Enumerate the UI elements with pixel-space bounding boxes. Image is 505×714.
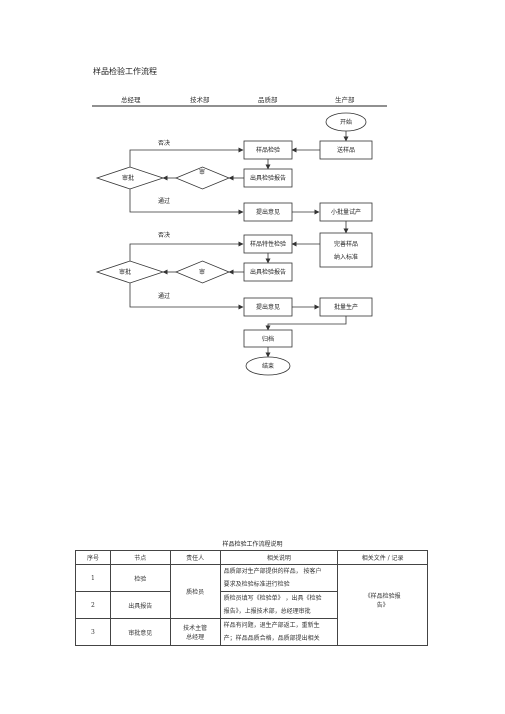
node-approve1 — [95, 166, 165, 190]
node-small-trial — [319, 202, 373, 222]
node-end — [245, 356, 291, 376]
edge-approve1-pass — [129, 188, 244, 215]
label-review1: 审 — [199, 168, 205, 176]
label-improve-sample-2: 纳入标准 — [334, 253, 358, 261]
cell-node: 出具报告 — [109, 591, 171, 619]
lane-header-quality-dept: 品质部 — [258, 96, 278, 104]
label-small-trial: 小批量试产 — [331, 208, 361, 216]
label-start: 开始 — [340, 118, 352, 126]
label-opinion2: 提出意见 — [256, 303, 280, 311]
node-send-sample — [319, 140, 373, 160]
cell-no: 2 — [75, 591, 111, 619]
cell-no: 3 — [75, 618, 111, 646]
col-header-desc: 相关说明 — [219, 550, 339, 565]
label-mass-prod: 批量生产 — [334, 303, 358, 311]
edge-approve2-reject — [129, 241, 244, 262]
label-review2: 审 — [199, 268, 205, 276]
label-report1: 出具检验报告 — [250, 174, 286, 182]
node-mass-prod — [319, 297, 373, 317]
edge-label-no1: 否决 — [158, 139, 170, 147]
node-improve-sample — [319, 232, 373, 268]
col-header-owner: 责任人 — [169, 550, 221, 565]
node-review2 — [174, 260, 231, 284]
cell-files: 《样品检验报告》 — [337, 564, 428, 646]
cell-node: 审批意见 — [109, 618, 171, 646]
node-sample-inspect — [243, 140, 293, 160]
label-improve-sample-1: 完善样品 — [334, 240, 358, 248]
document-title: 样品检验工作流程 — [93, 67, 157, 76]
label-end: 结束 — [262, 362, 274, 370]
node-archive — [243, 329, 293, 348]
label-opinion1: 提出意见 — [256, 208, 280, 216]
edge-label-no2: 否决 — [158, 231, 170, 239]
cell-owner: 技术主管总经理 — [169, 618, 221, 646]
cell-node: 检验 — [109, 564, 171, 592]
label-archive: 归档 — [262, 335, 274, 343]
node-opinion1 — [243, 202, 293, 222]
label-special-inspect: 样品特性检验 — [250, 240, 286, 248]
label-send-sample: 送样品 — [337, 146, 355, 154]
table-row: 3 审批意见 技术主管总经理 样品有问题，退生产部返工，重新生产；样品品质合格，… — [75, 618, 428, 646]
node-approve2 — [95, 260, 165, 284]
table-row: 1 检验 质检员 品质部对生产部提供的样品， 按客户要求及检验标准进行检验 《样… — [75, 564, 428, 646]
node-review1 — [174, 166, 231, 190]
col-header-node: 节点 — [109, 550, 171, 565]
node-report1 — [243, 168, 293, 188]
label-sample-inspect: 样品检验 — [256, 146, 280, 154]
edge-approve1-reject — [129, 147, 244, 168]
label-approve2: 审批 — [119, 268, 131, 276]
process-description-table: 序号 节点 责任人 相关说明 相关文件 / 记录 1 检验 质检员 品质部对生产… — [75, 550, 428, 646]
node-report2 — [243, 262, 293, 282]
lane-header-general-manager: 总经理 — [121, 96, 141, 104]
node-special-inspect — [243, 234, 293, 254]
node-opinion2 — [243, 297, 293, 317]
node-start — [325, 112, 367, 132]
col-header-no: 序号 — [75, 550, 111, 565]
cell-desc: 品质部对生产部提供的样品， 按客户要求及检验标准进行检验 — [219, 564, 339, 592]
lane-header-technical-dept: 技术部 — [190, 96, 210, 104]
edge-label-pass1: 通过 — [158, 197, 170, 205]
edge-label-pass2: 通过 — [158, 292, 170, 300]
cell-desc: 样品有问题，退生产部返工，重新生产；样品品质合格，品质部提出相关 — [219, 618, 339, 646]
edge-mass-to-archive — [265, 316, 347, 331]
col-header-files: 相关文件 / 记录 — [337, 550, 428, 565]
edge-approve2-pass — [129, 282, 244, 310]
table-header-row: 序号 节点 责任人 相关说明 相关文件 / 记录 — [75, 550, 428, 565]
cell-desc: 质检员填写《检验单》 ，出具《检验报告》，上报技术部，总经理审批 — [219, 591, 339, 619]
cell-no: 1 — [75, 564, 111, 592]
lane-header-production-dept: 生产部 — [335, 96, 355, 104]
label-report2: 出具检验报告 — [250, 268, 286, 276]
label-approve1: 审批 — [122, 174, 134, 182]
table-caption: 样品检验工作流程说明 — [222, 541, 283, 548]
flowchart: 开始 样品检验 送样品 出具检验报告 审 审批 提出意见 小批量试产 样品特性检… — [92, 105, 387, 376]
cell-owner: 质检员 — [169, 564, 221, 619]
